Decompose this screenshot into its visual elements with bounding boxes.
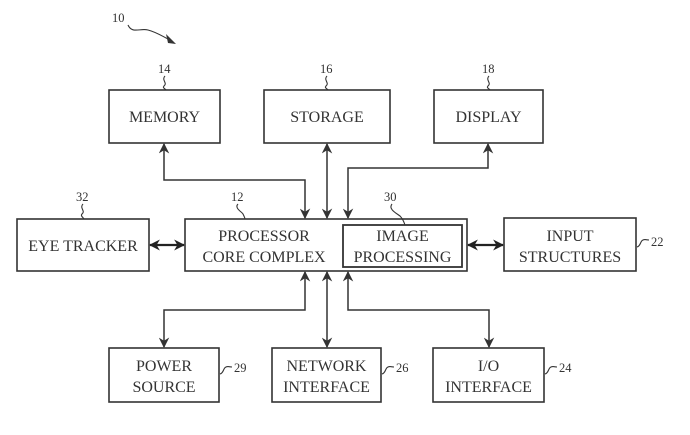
input-structures-label-line1: INPUT (546, 228, 593, 245)
power-source-ref: 29 (234, 361, 247, 375)
display-leader (486, 75, 491, 91)
network-interface-box (271, 347, 382, 403)
network-interface-label-line2: INTERFACE (283, 379, 370, 396)
storage-box (263, 89, 391, 144)
memory-box (108, 89, 221, 144)
block-io-interface: I/O INTERFACE 24 (432, 347, 572, 403)
storage-leader (324, 75, 329, 91)
image-processing-ref: 30 (384, 190, 397, 204)
eye-tracker-box (16, 218, 150, 272)
processor-ref: 12 (231, 190, 244, 204)
block-display: DISPLAY 18 (433, 62, 544, 144)
power-source-label-line2: SOURCE (132, 379, 195, 396)
image-processing-leader (390, 203, 406, 226)
display-ref: 18 (482, 62, 495, 76)
figure-ref-leader (127, 24, 171, 41)
input-structures-leader (636, 239, 650, 248)
network-interface-leader (381, 366, 395, 375)
power-source-label-line1: POWER (136, 358, 192, 375)
connector-power-source (158, 270, 311, 349)
connectors (148, 142, 505, 349)
eye-tracker-leader (80, 203, 85, 220)
figure-ref-arrow-icon (166, 34, 176, 44)
processor-label-line2: CORE COMPLEX (202, 249, 326, 266)
eye-tracker-label: EYE TRACKER (28, 238, 138, 255)
input-structures-box (503, 217, 637, 272)
image-processing-label-line2: PROCESSING (354, 249, 452, 266)
block-storage: STORAGE 16 (263, 62, 391, 144)
input-structures-label-line2: STRUCTURES (519, 249, 621, 266)
network-interface-ref: 26 (396, 361, 409, 375)
display-label: DISPLAY (455, 109, 522, 126)
io-interface-leader (544, 366, 558, 375)
network-interface-label-line1: NETWORK (287, 358, 367, 375)
display-box (433, 89, 544, 144)
storage-label: STORAGE (290, 109, 364, 126)
connector-io-interface (342, 270, 495, 349)
io-interface-ref: 24 (559, 361, 572, 375)
power-source-box (108, 347, 220, 403)
memory-ref: 14 (158, 62, 171, 76)
eye-tracker-ref: 32 (76, 190, 89, 204)
block-memory: MEMORY 14 (108, 62, 221, 144)
figure-ref-label: 10 (112, 11, 125, 25)
io-interface-box (432, 347, 545, 403)
image-processing-box (342, 224, 463, 268)
figure-ref-10: 10 (112, 11, 176, 44)
block-network-interface: NETWORK INTERFACE 26 (271, 347, 409, 403)
power-source-leader (219, 366, 233, 375)
memory-leader (162, 75, 167, 91)
storage-ref: 16 (320, 62, 333, 76)
processor-label-line1: PROCESSOR (218, 228, 310, 245)
memory-label: MEMORY (129, 109, 201, 126)
connector-display (342, 142, 494, 220)
connector-memory (158, 142, 311, 220)
io-interface-label-line2: INTERFACE (445, 379, 532, 396)
block-power-source: POWER SOURCE 29 (108, 347, 247, 403)
block-eye-tracker: EYE TRACKER 32 (16, 190, 150, 272)
image-processing-label-line1: IMAGE (376, 228, 428, 245)
block-input-structures: INPUT STRUCTURES 22 (503, 217, 664, 272)
block-image-processing: IMAGE PROCESSING 30 (342, 190, 463, 268)
processor-leader (236, 203, 246, 220)
io-interface-label-line1: I/O (478, 358, 499, 375)
input-structures-ref: 22 (651, 235, 664, 249)
